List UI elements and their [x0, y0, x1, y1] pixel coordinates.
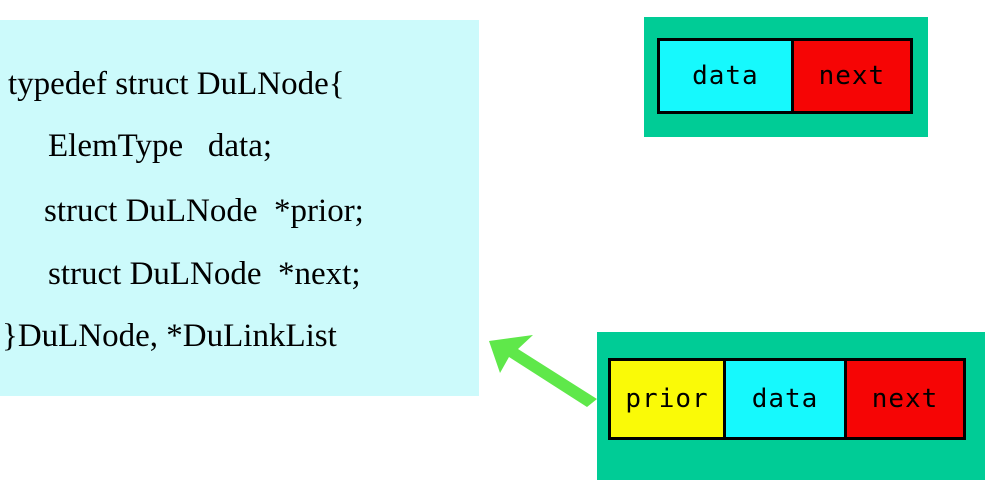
node-cell-prior: prior — [611, 361, 724, 437]
doubly-linked-node-boxes: prior data next — [608, 358, 966, 440]
code-line-2: ElemType data; — [48, 128, 273, 164]
code-line-5: }DuLNode, *DuLinkList — [2, 318, 337, 354]
code-line-3: struct DuLNode *prior; — [44, 193, 364, 229]
pointer-arrow-icon — [489, 335, 597, 407]
node-cell-data: data — [660, 41, 791, 111]
node-cell-data: data — [723, 361, 845, 437]
node-cell-next: next — [790, 41, 910, 111]
singly-linked-node-boxes: data next — [657, 38, 913, 114]
singly-linked-node-panel: data next — [644, 17, 928, 137]
code-line-1: typedef struct DuLNode{ — [8, 66, 345, 102]
code-line-4: struct DuLNode *next; — [48, 256, 361, 292]
doubly-linked-node-panel: prior data next CSDN @新晓·故知 — [597, 332, 985, 480]
typedef-code-panel: typedef struct DuLNode{ ElemType data; s… — [0, 20, 479, 396]
node-cell-next: next — [844, 361, 963, 437]
